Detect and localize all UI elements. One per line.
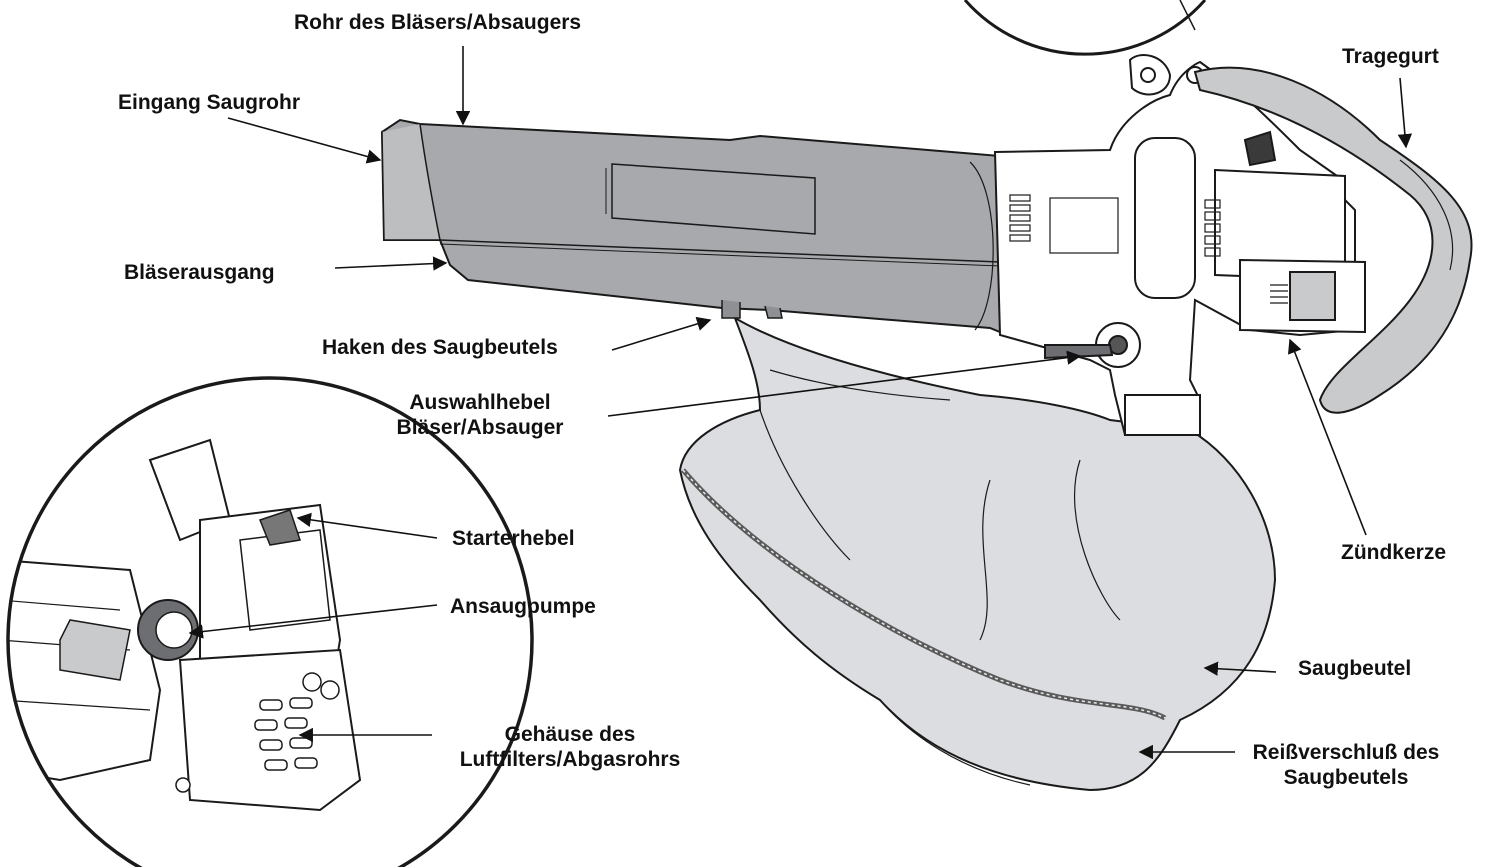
label-strap: Tragegurt [1342, 45, 1439, 68]
label-zipper: Reißverschluß des Saugbeutels [1230, 740, 1462, 790]
label-blower-outlet: Bläserausgang [124, 261, 275, 284]
label-vacuum-bag: Saugbeutel [1298, 657, 1412, 680]
label-blower-tube: Rohr des Bläsers/Absaugers [294, 11, 582, 34]
label-spark-plug: Zündkerze [1341, 541, 1447, 564]
label-zipper-line1: Reißverschluß des [1252, 741, 1440, 764]
inset-circle [6, 376, 534, 867]
arrow-blower-outlet [334, 256, 448, 271]
arrow-strap [1397, 77, 1413, 149]
arrow-vacuum-bag [1203, 661, 1277, 676]
blower-tube [380, 118, 1001, 334]
label-selector-lever-line2: Bläser/Absauger [396, 416, 564, 439]
arrow-vacuum-inlet [227, 117, 382, 164]
arrow-primer-bulb [188, 604, 438, 639]
arrow-starter-lever [296, 512, 438, 539]
arrow-selector-lever [607, 350, 1082, 417]
arrow-spark-plug [1287, 338, 1367, 536]
top-inset-arc [963, 0, 1207, 56]
inset-engine-detail [8, 378, 532, 867]
label-zipper-line2: Saugbeutels [1283, 766, 1409, 789]
shoulder-strap [1193, 66, 1473, 414]
label-air-filter-line1: Gehäuse des [504, 723, 636, 746]
label-air-filter-line2: Luftfilters/Abgasrohrs [459, 748, 681, 771]
label-primer-bulb: Ansaugpumpe [450, 595, 596, 618]
label-selector-lever-line1: Auswahlhebel [409, 391, 551, 414]
label-selector-lever: Auswahlhebel Bläser/Absauger [355, 390, 605, 440]
label-air-filter: Gehäuse des Luftfilters/Abgasrohrs [430, 722, 710, 772]
label-bag-hook: Haken des Saugbeutels [322, 336, 558, 359]
arrow-bag-hook [611, 316, 712, 351]
label-starter-lever: Starterhebel [452, 527, 575, 550]
engine-housing [993, 54, 1366, 437]
label-vacuum-inlet: Eingang Saugrohr [118, 91, 301, 114]
